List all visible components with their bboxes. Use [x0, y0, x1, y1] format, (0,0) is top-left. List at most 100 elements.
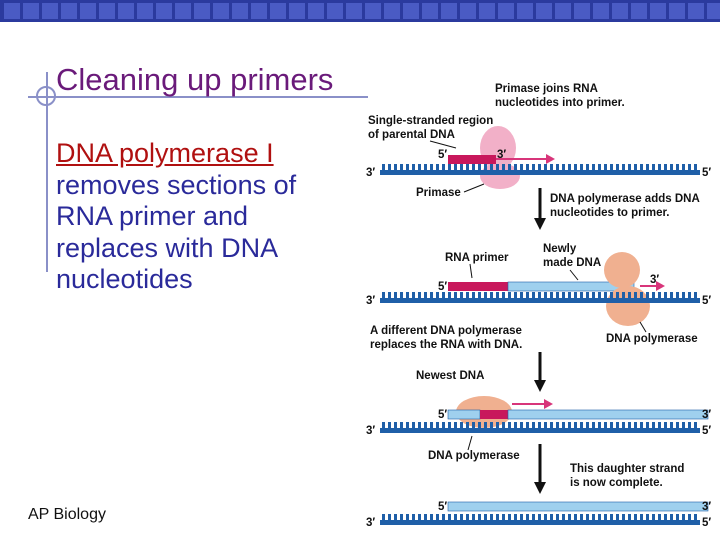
strand-tooth [448, 422, 451, 429]
strand-tooth [490, 422, 493, 429]
strand-tooth [580, 514, 583, 521]
strand-tooth [550, 514, 553, 521]
strand-tooth [682, 422, 685, 429]
strand-tooth [454, 514, 457, 521]
label-dna-pol-adds-1: DNA polymerase adds DNA [550, 193, 700, 205]
strand-tooth [466, 422, 469, 429]
strand-tooth [454, 164, 457, 171]
strand-tooth [544, 514, 547, 521]
header-square [574, 3, 590, 19]
strand-tooth [610, 422, 613, 429]
end-3-stage1-primer: 3′ [497, 149, 506, 161]
strand-tooth [682, 164, 685, 171]
strand-tooth [652, 422, 655, 429]
strand-tooth [412, 292, 415, 299]
label-newly-made-2: made DNA [543, 257, 601, 269]
slide-body: DNA polymerase I removes sections of RNA… [56, 138, 356, 296]
strand-tooth [508, 514, 511, 521]
strand-tooth [646, 164, 649, 171]
strand-tooth [418, 514, 421, 521]
strand-tooth [490, 164, 493, 171]
strand-tooth [406, 292, 409, 299]
strand-tooth [622, 164, 625, 171]
strand-tooth [436, 164, 439, 171]
strand-tooth [622, 422, 625, 429]
strand-tooth [466, 164, 469, 171]
strand-tooth [508, 164, 511, 171]
header-square [80, 3, 96, 19]
strand-tooth [562, 164, 565, 171]
label-single-stranded-1: Single-stranded region [368, 115, 493, 127]
strand-tooth [526, 292, 529, 299]
strand-tooth [568, 514, 571, 521]
strand-tooth [664, 422, 667, 429]
strand-tooth [520, 164, 523, 171]
strand-tooth [394, 514, 397, 521]
strand-tooth [640, 164, 643, 171]
decorative-vertical-line [46, 72, 48, 272]
strand-tooth [466, 292, 469, 299]
header-square [137, 3, 153, 19]
strand-tooth [502, 422, 505, 429]
strand-tooth [502, 514, 505, 521]
header-square [555, 3, 571, 19]
strand-tooth [682, 292, 685, 299]
strand-tooth [676, 292, 679, 299]
strand-tooth [400, 292, 403, 299]
strand-tooth [586, 292, 589, 299]
header-square [289, 3, 305, 19]
strand-tooth [538, 164, 541, 171]
header-square [403, 3, 419, 19]
header-square [270, 3, 286, 19]
strand-tooth [394, 292, 397, 299]
strand-tooth [418, 422, 421, 429]
strand-tooth [610, 292, 613, 299]
label-newly-made-1: Newly [543, 243, 577, 255]
header-square [517, 3, 533, 19]
header-square [384, 3, 400, 19]
header-square [175, 3, 191, 19]
strand-tooth [622, 292, 625, 299]
strand-tooth [616, 422, 619, 429]
strand-tooth [472, 422, 475, 429]
strand-tooth [472, 292, 475, 299]
header-square [688, 3, 704, 19]
strand-tooth [532, 164, 535, 171]
strand-tooth [436, 514, 439, 521]
header-square [118, 3, 134, 19]
strand-tooth [694, 514, 697, 521]
strand-tooth [664, 292, 667, 299]
end-5-stage3: 5′ [438, 409, 447, 421]
strand-tooth [646, 514, 649, 521]
strand-backbone [380, 428, 700, 433]
strand-tooth [532, 514, 535, 521]
strand-tooth [562, 422, 565, 429]
end-3-stage2: 3′ [366, 295, 375, 307]
strand-tooth [670, 422, 673, 429]
strand-tooth [610, 164, 613, 171]
strand-tooth [616, 514, 619, 521]
strand-tooth [640, 292, 643, 299]
strand-tooth [616, 292, 619, 299]
new-dna-stage3 [507, 409, 709, 420]
strand-tooth [658, 292, 661, 299]
complete-daughter-strand [447, 501, 709, 512]
strand-tooth [436, 422, 439, 429]
strand-tooth [628, 292, 631, 299]
header-square [346, 3, 362, 19]
strand-tooth [514, 164, 517, 171]
strand-tooth [448, 514, 451, 521]
label-different-pol-1: A different DNA polymerase [370, 325, 522, 337]
strand-tooth [538, 292, 541, 299]
strand-tooth [586, 164, 589, 171]
strand-tooth [604, 292, 607, 299]
strand-tooth [388, 422, 391, 429]
end-5-stage1: 5′ [438, 149, 447, 161]
strand-tooth [412, 422, 415, 429]
strand-tooth [526, 164, 529, 171]
strand-tooth [472, 164, 475, 171]
strand-tooth [598, 422, 601, 429]
rna-primer-stage2 [448, 282, 508, 291]
strand-tooth [592, 292, 595, 299]
strand-tooth [484, 292, 487, 299]
